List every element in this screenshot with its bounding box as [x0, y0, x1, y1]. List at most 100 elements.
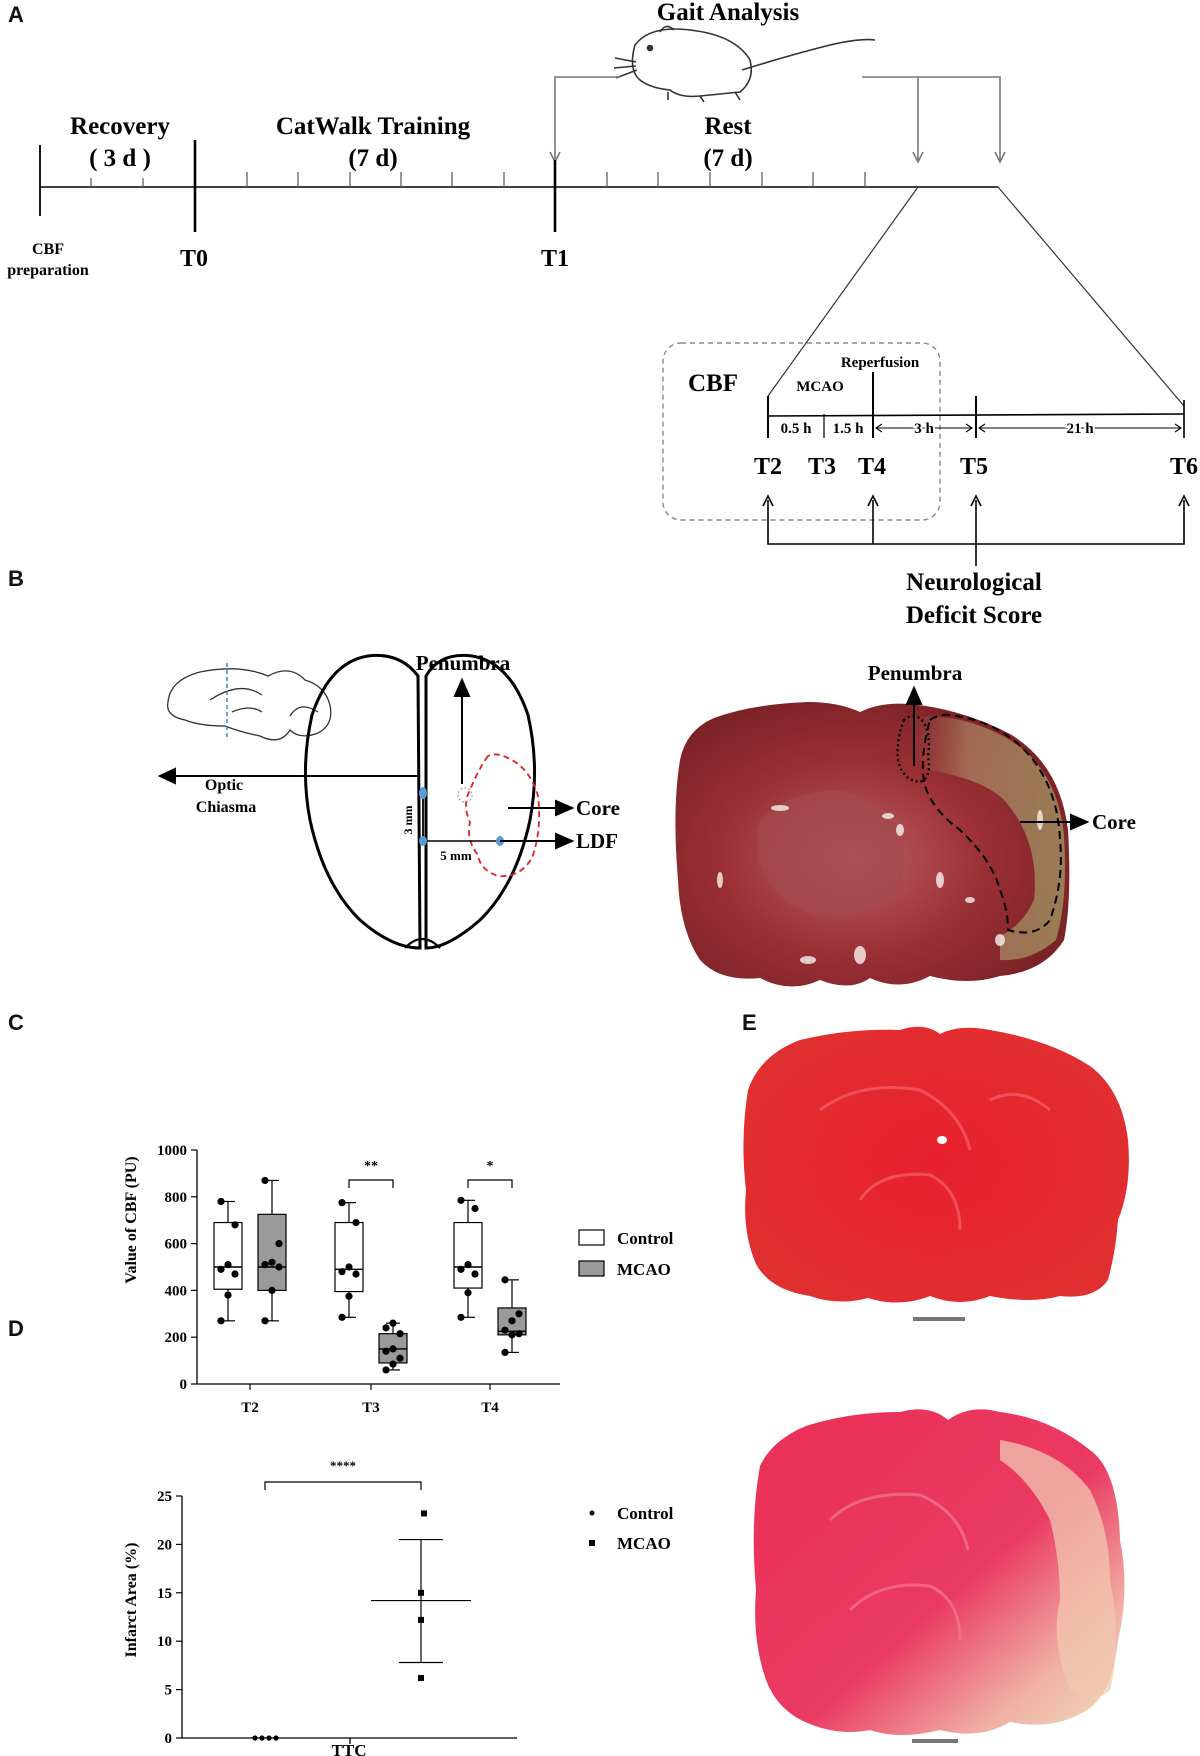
- photo-core-label: Core: [1092, 810, 1136, 834]
- t6-label: T6: [1170, 454, 1198, 480]
- chart-d-ytick-label: 20: [157, 1537, 172, 1553]
- t0-label: T0: [180, 246, 208, 272]
- legend-d-mcao-marker: [589, 1540, 595, 1546]
- data-point: [457, 1313, 465, 1321]
- panel-label-a: A: [8, 2, 24, 27]
- timeline-panel: Gait Analysis Recovery ( 3 d ) CatWalk T…: [7, 0, 1198, 629]
- data-point: [338, 1313, 346, 1321]
- label-5mm: 5 mm: [440, 848, 472, 863]
- mcao-point: [418, 1616, 424, 1623]
- chart-c-xtick-label: T3: [362, 1400, 380, 1416]
- data-point: [501, 1348, 509, 1357]
- data-point: [345, 1263, 353, 1271]
- data-point: [352, 1270, 360, 1278]
- panel-label-c: C: [8, 1010, 24, 1035]
- interval-3h: 3 h: [914, 421, 934, 437]
- chart-d-ytick-label: 5: [165, 1683, 173, 1699]
- data-point: [464, 1289, 472, 1297]
- day-ticks: [90, 172, 866, 187]
- ttc-slice-mcao: [753, 1409, 1125, 1743]
- data-point: [515, 1330, 523, 1338]
- significance-label: *: [487, 1159, 494, 1174]
- interval-1-5h: 1.5 h: [833, 421, 865, 437]
- data-point: [261, 1261, 269, 1269]
- box-control: [334, 1221, 364, 1293]
- data-point: [389, 1319, 397, 1327]
- data-point: [261, 1317, 269, 1325]
- penumbra-point: [457, 787, 473, 803]
- significance-bracket: [348, 1179, 394, 1188]
- recovery-days: ( 3 d ): [89, 145, 151, 172]
- data-point: [396, 1354, 404, 1362]
- data-point: [275, 1240, 283, 1248]
- data-point: [464, 1261, 472, 1269]
- mcao-point: [418, 1674, 424, 1681]
- penumbra-label: Penumbra: [416, 651, 511, 675]
- data-point: [217, 1317, 225, 1325]
- chart-c-ytick-label: 0: [180, 1377, 188, 1393]
- data-point: [508, 1317, 516, 1325]
- label-3mm: 3 mm: [401, 806, 415, 835]
- photo-penumbra-label: Penumbra: [868, 661, 963, 685]
- cbf-prep-label-1: CBF: [32, 241, 64, 258]
- cbf-prep-label-2: preparation: [7, 262, 89, 279]
- nds-bracket: [762, 494, 1190, 566]
- box-control: [213, 1221, 243, 1290]
- rest-label: Rest: [704, 113, 752, 140]
- legend-control-swatch: [578, 1229, 605, 1246]
- chart-c-ytick-label: 400: [165, 1283, 188, 1299]
- legend-d-mcao-label: MCAO: [617, 1534, 671, 1553]
- data-point: [396, 1330, 404, 1338]
- data-point: [224, 1261, 232, 1269]
- data-point: [501, 1326, 509, 1334]
- interval-arrows: [875, 423, 1182, 433]
- mouse-icon: [613, 25, 876, 103]
- core-label: Core: [576, 796, 620, 820]
- left-hemisphere: [303, 653, 422, 950]
- schematic-arrows: [157, 677, 575, 850]
- legend-mcao-swatch: [578, 1260, 605, 1277]
- significance-label: **: [364, 1159, 378, 1174]
- zoom-line-right: [997, 186, 1185, 407]
- chart-d-ytick-label: 25: [157, 1489, 172, 1505]
- t5-label: T5: [960, 454, 988, 480]
- panel-label-b: B: [8, 566, 24, 591]
- brain-schematic: 3 mm 5 mm Penumbra Optic Chiasma Core LD…: [157, 651, 620, 950]
- recovery-label: Recovery: [70, 113, 170, 140]
- t2-label: T2: [754, 454, 782, 480]
- data-point: [261, 1176, 269, 1185]
- mcao-point: [421, 1510, 427, 1517]
- data-point: [389, 1360, 397, 1368]
- chart-d-sig-bracket: [264, 1481, 422, 1490]
- optic-label-1: Optic: [205, 777, 243, 794]
- data-point: [457, 1265, 465, 1273]
- data-point: [501, 1276, 509, 1284]
- data-point: [352, 1218, 360, 1227]
- data-point: [231, 1270, 239, 1278]
- chart-d-sig-label: ****: [330, 1458, 356, 1473]
- reperfusion-label: Reperfusion: [841, 355, 920, 371]
- panel-label-e: E: [742, 1010, 757, 1035]
- data-point: [338, 1199, 346, 1207]
- photo-core-outline: [921, 713, 1062, 934]
- legend-d-control-label: Control: [617, 1504, 674, 1523]
- photo-penumbra-outline: [896, 715, 931, 784]
- data-point: [508, 1331, 516, 1339]
- chart-d-ytick-label: 10: [157, 1634, 172, 1650]
- data-point: [457, 1196, 465, 1204]
- data-point: [268, 1258, 276, 1266]
- core-region-outline: [465, 753, 541, 878]
- box-mcao: [257, 1213, 287, 1291]
- control-point: [252, 1735, 258, 1741]
- control-point: [259, 1735, 265, 1741]
- right-hemisphere: [424, 653, 537, 950]
- gait-analysis-label: Gait Analysis: [657, 0, 800, 26]
- chart-c-ytick-label: 200: [165, 1330, 188, 1346]
- box-control: [453, 1221, 483, 1289]
- slice-highlights: [717, 805, 1043, 964]
- brain-slice-photo: Penumbra Core: [675, 661, 1136, 987]
- chart-c-xtick-label: T2: [241, 1400, 259, 1416]
- mcao-label: MCAO: [796, 379, 844, 395]
